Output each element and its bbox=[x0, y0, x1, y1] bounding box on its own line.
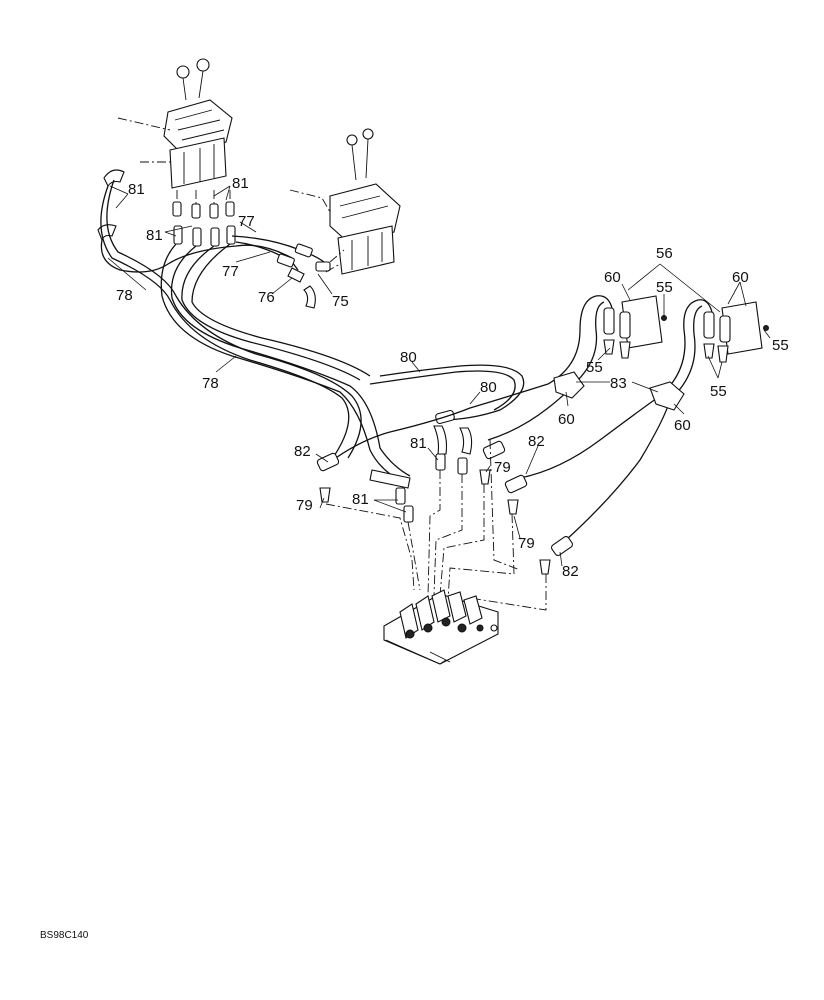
callout-78-b: 78 bbox=[202, 375, 219, 392]
callout-55-a: 55 bbox=[656, 279, 673, 296]
routing-centerlines bbox=[325, 439, 547, 611]
callout-leaders bbox=[107, 185, 771, 567]
callout-80-b: 80 bbox=[480, 379, 497, 396]
hose-bundle-78 bbox=[100, 179, 411, 481]
callout-81-c: 81 bbox=[232, 175, 249, 192]
callout-79-b: 79 bbox=[296, 497, 313, 514]
callout-81-a: 81 bbox=[128, 181, 145, 198]
callout-75: 75 bbox=[332, 293, 349, 310]
callout-82-a: 82 bbox=[294, 443, 311, 460]
pressure-switch-assembly-right bbox=[649, 299, 769, 411]
callout-55-b: 55 bbox=[772, 337, 789, 354]
callout-55-c: 55 bbox=[586, 359, 603, 376]
hoses-80 bbox=[369, 364, 525, 455]
left-joystick-fittings bbox=[97, 169, 236, 247]
pressure-switch-assembly-left bbox=[547, 295, 667, 399]
hoses-82-and-fittings-79 bbox=[316, 383, 671, 575]
callout-81-d: 81 bbox=[410, 435, 427, 452]
callout-60-c: 60 bbox=[558, 411, 575, 428]
callout-labels: 81 81 81 77 77 76 75 78 78 56 60 60 55 5… bbox=[40, 175, 789, 941]
control-valve-block bbox=[383, 589, 499, 665]
callout-55-d: 55 bbox=[710, 383, 727, 400]
callout-60-a: 60 bbox=[604, 269, 621, 286]
callout-81-b: 81 bbox=[146, 227, 163, 244]
callout-83: 83 bbox=[610, 375, 627, 392]
left-joystick-control bbox=[117, 58, 233, 189]
callout-82-b: 82 bbox=[528, 433, 545, 450]
callout-79-c: 79 bbox=[518, 535, 535, 552]
callout-60-d: 60 bbox=[674, 417, 691, 434]
callout-77-b: 77 bbox=[222, 263, 239, 280]
callout-82-c: 82 bbox=[562, 563, 579, 580]
callout-81-e: 81 bbox=[352, 491, 369, 508]
right-joystick-control bbox=[289, 128, 401, 275]
callout-76: 76 bbox=[258, 289, 275, 306]
callout-56: 56 bbox=[656, 245, 673, 262]
hoses-77-and-fittings bbox=[231, 235, 345, 309]
drawing-code: BS98C140 bbox=[40, 930, 89, 941]
callout-80-a: 80 bbox=[400, 349, 417, 366]
valve-fittings-81 bbox=[369, 453, 468, 523]
callout-78-a: 78 bbox=[116, 287, 133, 304]
callout-79-a: 79 bbox=[494, 459, 511, 476]
callout-60-b: 60 bbox=[732, 269, 749, 286]
callout-77-a: 77 bbox=[238, 213, 255, 230]
